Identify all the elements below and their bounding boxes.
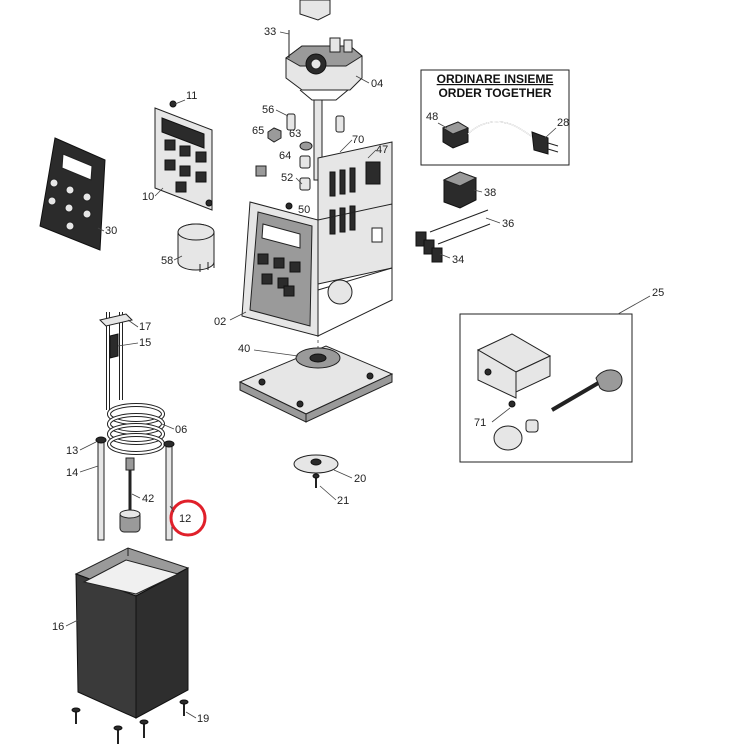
label-48: 48 [426, 111, 438, 123]
part-02-front-housing [241, 201, 393, 337]
order-together-box: ORDINARE INSIEME ORDER TOGETHER 48 28 [420, 69, 570, 166]
part-21-screw [312, 473, 320, 488]
label-19: 19 [197, 713, 209, 725]
part-63-washer [299, 141, 313, 151]
order-together-title-en: ORDER TOGETHER [438, 86, 551, 100]
part-36-probe [429, 209, 491, 245]
label-12: 12 [179, 513, 191, 525]
part-48-socket-icon [441, 121, 470, 149]
label-63: 63 [289, 128, 301, 140]
part-06-heating-coil [99, 312, 165, 455]
label-56: 56 [262, 104, 274, 116]
part-28-plug-icon [531, 131, 559, 155]
label-14: 14 [66, 467, 78, 479]
label-52: 52 [281, 172, 293, 184]
label-15: 15 [139, 337, 151, 349]
part-52-cap [255, 165, 267, 177]
part-20-disc [293, 454, 339, 474]
part-56-spacer [286, 113, 345, 133]
label-42: 42 [142, 493, 154, 505]
part-16-basket [74, 547, 190, 719]
label-25: 25 [652, 287, 664, 299]
label-28: 28 [557, 117, 569, 129]
label-65: 65 [252, 125, 264, 137]
label-71: 71 [474, 417, 486, 429]
part-64-bushing [299, 155, 311, 191]
label-17: 17 [139, 321, 151, 333]
label-40: 40 [238, 343, 250, 355]
part-04-top-mechanism [285, 0, 363, 101]
part-19-feet-screws [71, 699, 189, 744]
label-04: 04 [371, 78, 383, 90]
label-30: 30 [105, 225, 117, 237]
label-50: 50 [298, 204, 310, 216]
part-70-back-panel [317, 141, 393, 285]
part-11-control-board [154, 100, 213, 211]
label-10: 10 [142, 191, 154, 203]
label-21: 21 [337, 495, 349, 507]
label-58: 58 [161, 255, 173, 267]
label-13: 13 [66, 445, 78, 457]
label-64: 64 [279, 150, 291, 162]
label-02: 02 [214, 316, 226, 328]
label-70: 70 [352, 134, 364, 146]
part-34-connectors [415, 231, 443, 263]
label-16: 16 [52, 621, 64, 633]
part-13-nut [95, 436, 175, 448]
label-06: 06 [175, 424, 187, 436]
part-25-kit-box [459, 313, 633, 463]
label-36: 36 [502, 218, 514, 230]
label-47: 47 [376, 144, 388, 156]
part-30-front-panel [39, 137, 106, 251]
label-34: 34 [452, 254, 464, 266]
label-20: 20 [354, 473, 366, 485]
order-together-title-it: ORDINARE INSIEME [437, 72, 554, 86]
part-38-relay [442, 171, 478, 209]
part-65-nut [267, 127, 282, 143]
part-42-sensor [119, 457, 141, 533]
part-40-base-plate [238, 345, 394, 423]
part-50-screw [285, 202, 293, 210]
label-11: 11 [186, 90, 197, 102]
label-33: 33 [264, 26, 276, 38]
part-58-capacitor [177, 223, 215, 272]
label-38: 38 [484, 187, 496, 199]
highlight-circle-12 [169, 499, 207, 537]
